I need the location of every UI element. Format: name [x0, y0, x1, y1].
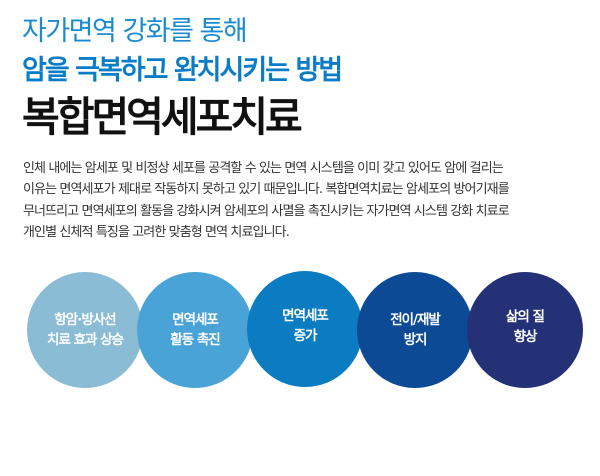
- description-line: 개인별 신체적 특징을 고려한 맞춤형 면역 치료입니다.: [23, 224, 290, 240]
- benefit-label-line2: 향상: [513, 329, 538, 345]
- benefit-label-line1: 전이/재발: [390, 312, 441, 328]
- benefit-label-line1: 면역세포: [282, 308, 329, 324]
- description-line: 이유는 면역세포가 제대로 작동하지 못하고 있기 때문입니다. 복합면역치료는…: [23, 182, 510, 198]
- page-title: 복합면역세포치료: [22, 93, 303, 141]
- headline-tagline: 암을 극복하고 완치시키는 방법: [22, 55, 343, 86]
- benefit-label-line2: 치료 효과 상승: [47, 332, 124, 348]
- description-line: 무너뜨리고 면역세포의 활동을 강화시켜 암세포의 사멸을 촉진시키는 자가면역…: [23, 203, 510, 219]
- benefit-circle-immune-increase: 면역세포 증가: [247, 271, 363, 387]
- benefit-label-line2: 방지: [403, 332, 428, 348]
- benefit-label-line1: 항암·방사선: [54, 312, 116, 328]
- benefit-circle-immune-activity: 면역세포 활동 촉진: [137, 272, 253, 388]
- description-paragraph: 인체 내에는 암세포 및 비정상 세포를 공격할 수 있는 면역 시스템을 이미…: [23, 158, 600, 243]
- benefit-label-line2: 활동 촉진: [170, 332, 220, 348]
- benefit-label-line2: 증가: [293, 328, 318, 344]
- benefit-circle-quality-of-life: 삶의 질 향상: [467, 272, 583, 388]
- benefit-label-line1: 면역세포: [172, 312, 219, 328]
- headline-subtitle: 자가면역 강화를 통해: [22, 16, 248, 47]
- description-line: 인체 내에는 암세포 및 비정상 세포를 공격할 수 있는 면역 시스템을 이미…: [23, 161, 504, 176]
- benefit-circle-treatment-effect: 항암·방사선 치료 효과 상승: [27, 272, 143, 388]
- benefit-circle-metastasis-prevention: 전이/재발 방지: [357, 272, 473, 388]
- benefit-label-line1: 삶의 질: [506, 309, 545, 325]
